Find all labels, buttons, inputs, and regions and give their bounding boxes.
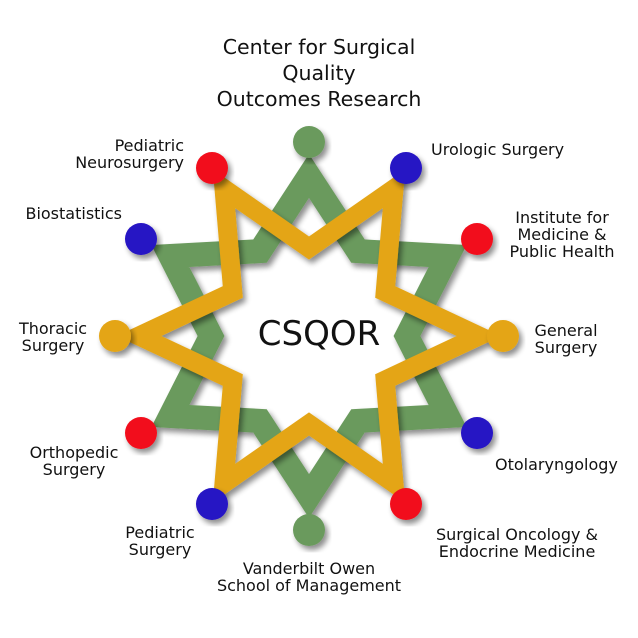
node-dot-blue [196,488,228,520]
node-dot-red [196,152,228,184]
node-label-vanderbilt-owen-school: Vanderbilt Owen School of Management [216,559,402,595]
node-dot-blue [125,223,157,255]
green-star-outline [151,154,467,518]
node-label-general-surgery: General Surgery [534,321,598,357]
node-dot-gold [487,320,519,352]
node-dot-green [293,514,325,546]
node-label-otolaryngology: Otolaryngology [495,455,618,474]
node-dot-red [390,488,422,520]
node-label-thoracic-surgery: Thoracic Surgery [18,319,88,355]
gold-star-outline [116,169,502,503]
center-label: CSQOR [257,314,381,354]
node-label-pediatric-neurosurgery: Pediatric Neurosurgery [75,136,184,172]
node-dot-red [461,223,493,255]
node-label-orthopedic-surgery: Orthopedic Surgery [29,443,119,479]
node-label-urologic-surgery: Urologic Surgery [431,140,565,159]
node-label-pediatric-surgery: Pediatric Surgery [125,523,195,559]
diagram-title: Center for Surgical Quality Outcomes Res… [216,35,422,111]
node-dot-blue [390,152,422,184]
node-dot-blue [461,417,493,449]
node-label-surgical-oncology-endocrine-medicine: Surgical Oncology & Endocrine Medicine [435,525,599,561]
node-dot-green [293,126,325,158]
node-dot-gold [99,320,131,352]
node-label-biostatistics: Biostatistics [25,204,122,223]
node-label-institute-medicine-public-health: Institute for Medicine & Public Health [509,208,615,261]
node-dot-red [125,417,157,449]
